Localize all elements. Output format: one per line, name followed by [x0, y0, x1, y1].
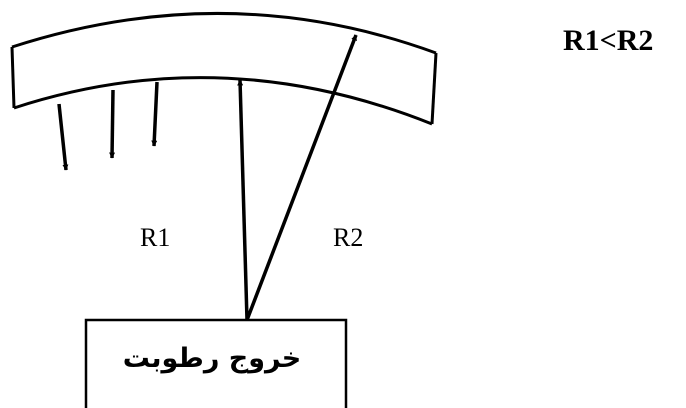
radius-arrow-r2	[245, 34, 358, 321]
moisture-arrow-2	[109, 89, 116, 159]
moisture-arrow-1	[57, 103, 69, 171]
label-r1: R1	[140, 223, 170, 252]
plate-inner-arc	[13, 76, 433, 126]
moisture-arrow-3	[151, 81, 159, 147]
plate-left-edge	[10, 46, 16, 109]
label-r2: R2	[333, 223, 363, 252]
curved-plate	[10, 11, 438, 126]
radius-arrows	[237, 34, 358, 321]
box-label: خروج رطوبت	[123, 343, 302, 374]
plate-right-edge	[430, 52, 438, 125]
radius-arrow-r1	[237, 79, 249, 321]
moisture-exit-box	[84, 318, 348, 408]
label-condition: R1<R2	[563, 24, 653, 57]
plate-outer-arc	[11, 11, 437, 55]
moisture-arrows	[57, 81, 159, 171]
